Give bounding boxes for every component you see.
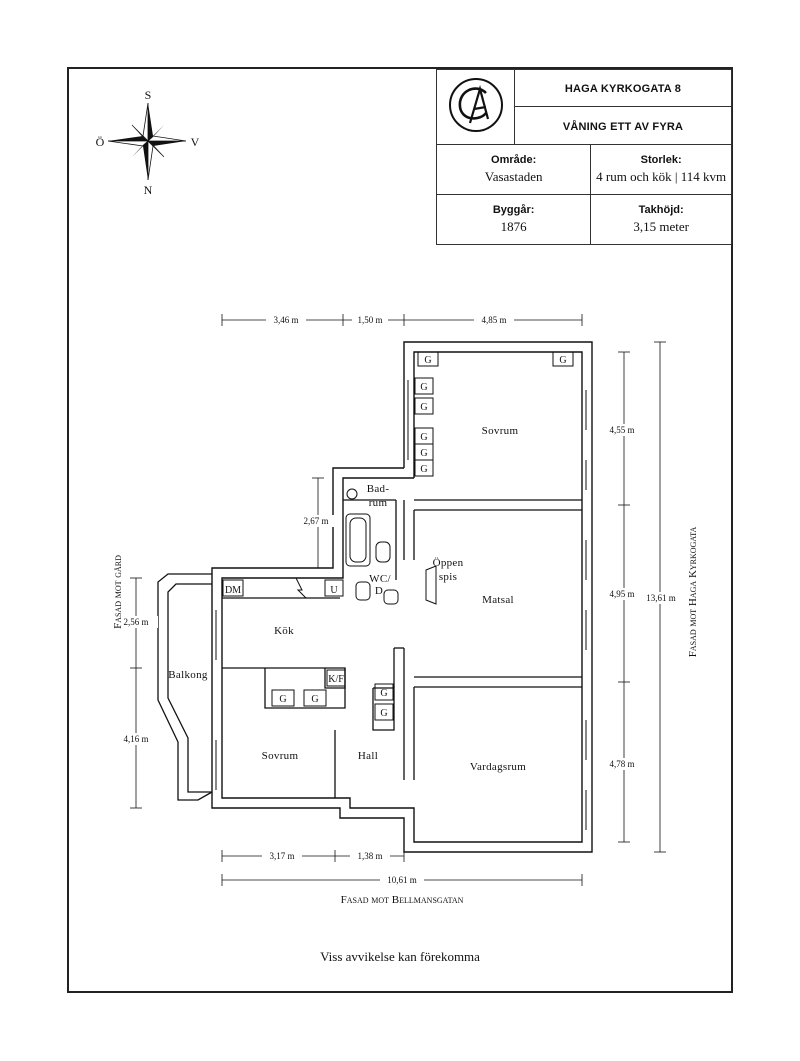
- outer-walls: [211, 341, 593, 853]
- page-frame: [67, 67, 733, 993]
- g-label: G: [420, 464, 427, 475]
- dim-bottom-2: 1,38 m: [357, 851, 382, 861]
- built-label: Byggår:: [492, 204, 535, 216]
- room-matsal: Matsal: [482, 594, 514, 606]
- room-hall: Hall: [358, 750, 378, 762]
- room-oppen-spis: Öppen: [433, 557, 464, 569]
- balcony: [157, 573, 213, 801]
- windows: [215, 380, 587, 830]
- dim-total-right: 13,61 m: [646, 593, 676, 603]
- area-value: Vasastaden: [484, 169, 543, 184]
- compass-west-label: V: [191, 135, 200, 149]
- address-title: HAGA KYRKOGATA 8: [564, 83, 682, 95]
- floor-title: VÅNING ETT AV FYRA: [562, 120, 684, 133]
- dim-top-2: 1,50 m: [357, 315, 382, 325]
- room-badrum-2: rum: [369, 497, 388, 509]
- fixtures: G G G G G G G DM U K/F G G G G: [222, 351, 574, 721]
- kf-label: K/F: [328, 674, 344, 685]
- g-label: G: [559, 355, 566, 366]
- room-badrum-1: Bad-: [367, 483, 390, 495]
- room-sovrum-2: Sovrum: [262, 750, 299, 762]
- compass-north-label: S: [145, 88, 152, 102]
- dim-left-2: 4,16 m: [123, 734, 148, 744]
- dim-top-1: 3,46 m: [273, 315, 298, 325]
- room-vardagsrum: Vardagsrum: [470, 761, 526, 773]
- room-sovrum-1: Sovrum: [482, 425, 519, 437]
- info-table: HAGA KYRKOGATA 8 VÅNING ETT AV FYRA Områ…: [435, 69, 732, 245]
- ceiling-cell: Takhöjd: 3,15 meter: [590, 194, 732, 245]
- g-label: G: [279, 694, 286, 705]
- compass-icon: [107, 102, 187, 181]
- floor-cell: VÅNING ETT AV FYRA: [514, 106, 732, 145]
- area-label: Område:: [491, 154, 537, 166]
- compass-south-label: N: [144, 183, 153, 197]
- facade-left-label: Fasad mot gård: [112, 555, 124, 629]
- g-label: G: [420, 432, 427, 443]
- g-label: G: [420, 402, 427, 413]
- dim-right-1: 4,55 m: [609, 425, 634, 435]
- room-kok: Kök: [274, 625, 294, 637]
- size-label: Storlek:: [640, 154, 682, 166]
- disclaimer: Viss avvikelse kan förekomma: [320, 949, 480, 964]
- room-oppen-spis-2: spis: [439, 571, 457, 583]
- room-balkong: Balkong: [168, 669, 208, 681]
- g-label: G: [311, 694, 318, 705]
- room-wc: WC/: [369, 573, 391, 585]
- compass-east-label: Ö: [96, 135, 105, 149]
- g-label: G: [380, 708, 387, 719]
- ceiling-value: 3,15 meter: [633, 219, 689, 234]
- facade-bottom-label: Fasad mot Bellmansgatan: [341, 894, 464, 906]
- g-label: G: [420, 448, 427, 459]
- dim-bottom-1: 3,17 m: [269, 851, 294, 861]
- g-label: G: [420, 382, 427, 393]
- dim-top-3: 4,85 m: [481, 315, 506, 325]
- built-cell: Byggår: 1876: [435, 194, 592, 245]
- built-value: 1876: [500, 219, 527, 234]
- size-value: 4 rum och kök | 114 kvm: [596, 169, 727, 184]
- dim-bottom-total: 10,61 m: [387, 875, 417, 885]
- u-label: U: [330, 585, 338, 596]
- dim-bad-height: 2,67 m: [303, 516, 328, 526]
- room-wc-2: D: [375, 585, 383, 597]
- dim-left-1: 2,56 m: [123, 617, 148, 627]
- monogram-logo-icon: [448, 77, 503, 132]
- dim-right-3: 4,78 m: [609, 759, 634, 769]
- dim-right-2: 4,95 m: [609, 589, 634, 599]
- bathroom-fixtures: [295, 488, 437, 605]
- ceiling-label: Takhöjd:: [638, 204, 684, 216]
- interior-walls: [222, 499, 582, 798]
- g-label: G: [424, 355, 431, 366]
- dm-label: DM: [225, 585, 241, 596]
- facade-right-label: Fasad mot Haga Kyrkogata: [687, 527, 699, 658]
- address-cell: HAGA KYRKOGATA 8: [514, 69, 732, 107]
- g-label: G: [380, 688, 387, 699]
